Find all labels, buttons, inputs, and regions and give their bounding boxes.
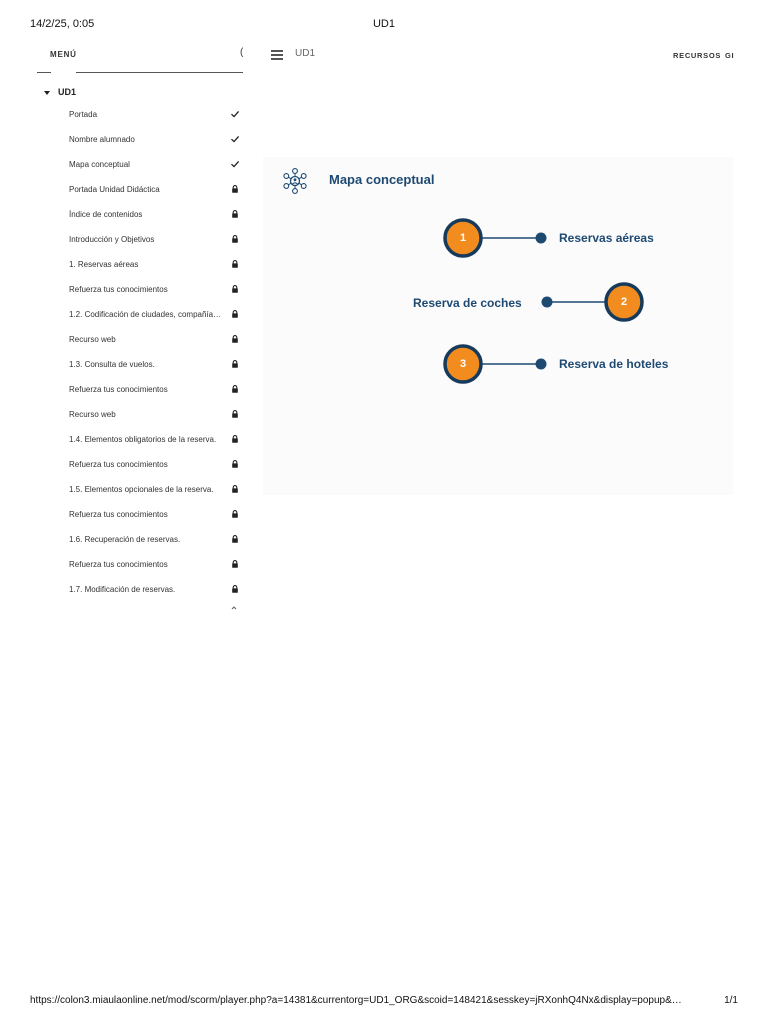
lock-icon: [230, 334, 240, 344]
print-page-number: 1/1: [724, 995, 738, 1006]
unit-toggle[interactable]: UD1: [44, 86, 76, 98]
node-2-number[interactable]: 2: [620, 296, 628, 308]
sidebar-menu-item[interactable]: 1. Reservas aéreas: [0, 254, 255, 279]
content-card: Mapa conceptual 1 Reservas aéreas 2 Rese…: [263, 157, 733, 495]
glossary-button[interactable]: GI: [725, 51, 735, 60]
menu-item-label: 1.7. Modificación de reservas.: [69, 585, 176, 594]
network-people-icon: [283, 168, 307, 194]
menu-label: MENÚ: [50, 50, 77, 59]
check-icon: [230, 134, 240, 144]
unit-label: UD1: [58, 87, 77, 97]
menu-item-label: Refuerza tus conocimientos: [69, 385, 168, 394]
caret-down-icon: [44, 90, 50, 95]
lock-icon: [230, 359, 240, 369]
sidebar-menu-item[interactable]: Refuerza tus conocimientos: [0, 379, 255, 404]
sidebar-menu-item[interactable]: Refuerza tus conocimientos: [0, 554, 255, 579]
sidebar-menu-item[interactable]: Portada Unidad Didáctica: [0, 179, 255, 204]
lock-icon: [230, 259, 240, 269]
print-url: https://colon3.miaulaonline.net/mod/scor…: [30, 995, 682, 1006]
print-header: 14/2/25, 0:05 UD1: [0, 18, 768, 32]
menu-item-label: 1.4. Elementos obligatorios de la reserv…: [69, 435, 217, 444]
node-3-number[interactable]: 3: [459, 358, 467, 370]
menu-item-label: Índice de contenidos: [69, 210, 143, 219]
sidebar-menu-item[interactable]: 1.6. Recuperación de reservas.: [0, 529, 255, 554]
menu-item-label: 1.2. Codificación de ciudades, compañías…: [69, 310, 225, 319]
sidebar-menu-item[interactable]: Refuerza tus conocimientos: [0, 504, 255, 529]
sidebar-menu-item[interactable]: 1.5. Elementos opcionales de la reserva.: [0, 479, 255, 504]
menu-item-label: Refuerza tus conocimientos: [69, 285, 168, 294]
lock-icon: [230, 234, 240, 244]
menu-item-label: Recurso web: [69, 410, 116, 419]
lock-icon: [230, 559, 240, 569]
check-icon: [230, 159, 240, 169]
sidebar-menu-item[interactable]: Refuerza tus conocimientos: [0, 279, 255, 304]
resources-button[interactable]: RECURSOS: [673, 51, 722, 60]
content-title: Mapa conceptual: [329, 172, 435, 187]
menu-item-label: Mapa conceptual: [69, 160, 130, 169]
sidebar-menu-item[interactable]: Nombre alumnado: [0, 129, 255, 154]
node-1-number[interactable]: 1: [459, 232, 467, 244]
node-2-label[interactable]: Reserva de coches: [413, 296, 522, 310]
breadcrumb: UD1: [295, 48, 316, 59]
sidebar-menu-item[interactable]: Introducción y Objetivos: [0, 229, 255, 254]
sidebar-menu-item[interactable]: Recurso web: [0, 404, 255, 429]
lock-icon: [230, 284, 240, 294]
lock-icon: [230, 184, 240, 194]
menu-item-label: Nombre alumnado: [69, 135, 135, 144]
menu-item-label: Introducción y Objetivos: [69, 235, 155, 244]
hamburger-menu-icon[interactable]: [271, 50, 285, 60]
sidebar-menu-item[interactable]: 1.4. Elementos obligatorios de la reserv…: [0, 429, 255, 454]
sidebar-menu-item[interactable]: Portada: [0, 104, 255, 129]
sidebar-menu-item[interactable]: 1.3. Consulta de vuelos.: [0, 354, 255, 379]
lock-icon: [230, 384, 240, 394]
node-1-label[interactable]: Reservas aéreas: [559, 231, 654, 245]
menu-paren: (: [240, 47, 244, 58]
lock-icon: [230, 309, 240, 319]
menu-item-label: 1.6. Recuperación de reservas.: [69, 535, 181, 544]
menu-item-label: 1.3. Consulta de vuelos.: [69, 360, 155, 369]
menu-item-label: Refuerza tus conocimientos: [69, 510, 168, 519]
print-title: UD1: [372, 18, 395, 30]
lock-icon: [230, 584, 240, 594]
sidebar-menu-item[interactable]: Recurso web: [0, 329, 255, 354]
menu-item-label: Portada Unidad Didáctica: [69, 185, 160, 194]
lock-icon: [230, 409, 240, 419]
menu-item-label: Refuerza tus conocimientos: [69, 560, 168, 569]
menu-item-label: Refuerza tus conocimientos: [69, 460, 168, 469]
concept-map-connectors: [443, 218, 644, 384]
sidebar-menu-item[interactable]: 1.7. Modificación de reservas.: [0, 579, 255, 604]
sidebar-menu-item[interactable]: Refuerza tus conocimientos: [0, 454, 255, 479]
lock-icon: [230, 209, 240, 219]
lock-icon: [230, 509, 240, 519]
sidebar-menu-item[interactable]: 1.2. Codificación de ciudades, compañías…: [0, 304, 255, 329]
menu-item-label: 1.5. Elementos opcionales de la reserva.: [69, 485, 214, 494]
menu-item-label: Recurso web: [69, 335, 116, 344]
node-3-label[interactable]: Reserva de hoteles: [559, 357, 669, 371]
lock-icon: [230, 484, 240, 494]
scroll-up-icon[interactable]: [229, 604, 239, 612]
menu-divider: [37, 72, 51, 73]
menu-divider: [76, 72, 243, 73]
print-date: 14/2/25, 0:05: [30, 18, 95, 30]
sidebar-menu-item[interactable]: Índice de contenidos: [0, 204, 255, 229]
sidebar-menu-item[interactable]: Mapa conceptual: [0, 154, 255, 179]
lock-icon: [230, 459, 240, 469]
check-icon: [230, 109, 240, 119]
menu-item-label: 1. Reservas aéreas: [69, 260, 139, 269]
menu-item-label: Portada: [69, 110, 98, 119]
lock-icon: [230, 534, 240, 544]
lock-icon: [230, 434, 240, 444]
